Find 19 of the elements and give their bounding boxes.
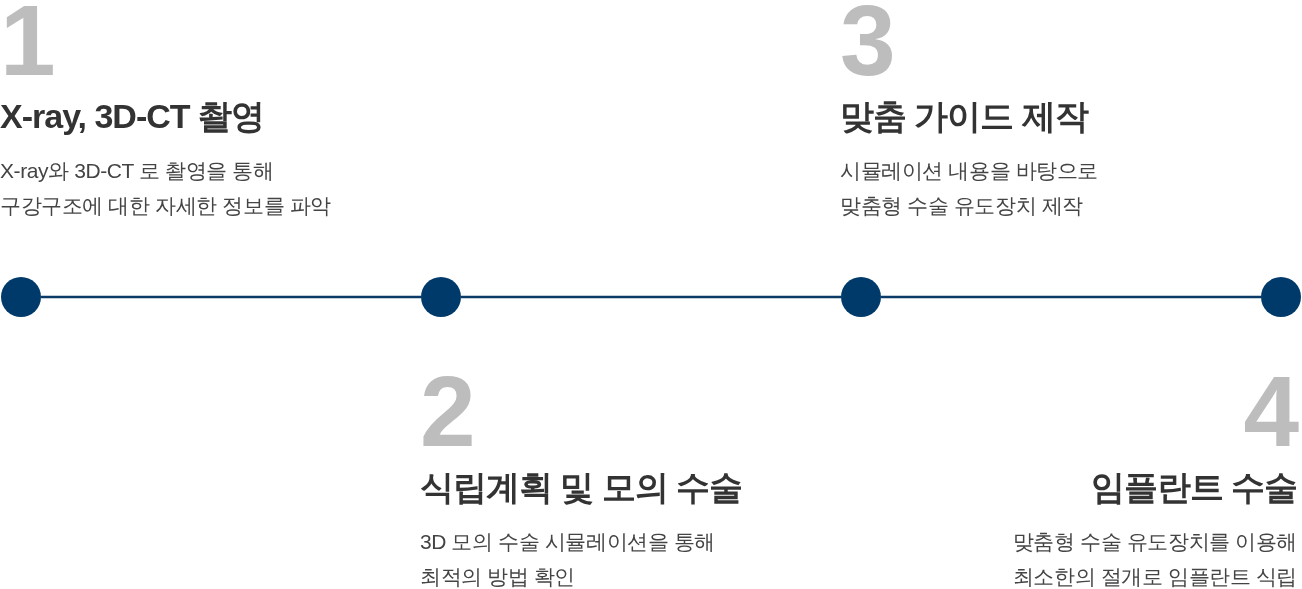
timeline-dot [421, 277, 461, 317]
timeline-dot [1, 277, 41, 317]
connector-line [881, 295, 1261, 299]
connector-line [41, 295, 421, 299]
step-number: 2 [420, 371, 474, 451]
step-description: 맞춤형 수술 유도장치를 이용해 최소한의 절개로 임플란트 식립 [1011, 529, 1297, 589]
step-number: 3 [840, 0, 894, 80]
step-title: X-ray, 3D-CT 촬영 [0, 96, 264, 136]
step-title: 식립계획 및 모의 수술 [420, 467, 743, 507]
step-title: 임플란트 수술 [1090, 467, 1297, 507]
connector-line [461, 295, 841, 299]
step-description: 시뮬레이션 내용을 바탕으로 맞춤형 수술 유도장치 제작 [840, 158, 1100, 219]
step-number: 4 [1243, 371, 1297, 451]
step-description: 3D 모의 수술 시뮬레이션을 통해 최적의 방법 확인 [420, 529, 716, 589]
timeline-dot [841, 277, 881, 317]
step-title: 맞춤 가이드 제작 [840, 96, 1088, 136]
step-description: X-ray와 3D-CT 로 촬영을 통해 구강구조에 대한 자세한 정보를 파악 [0, 158, 332, 219]
timeline-dot [1261, 277, 1301, 317]
step-number: 1 [0, 0, 54, 80]
